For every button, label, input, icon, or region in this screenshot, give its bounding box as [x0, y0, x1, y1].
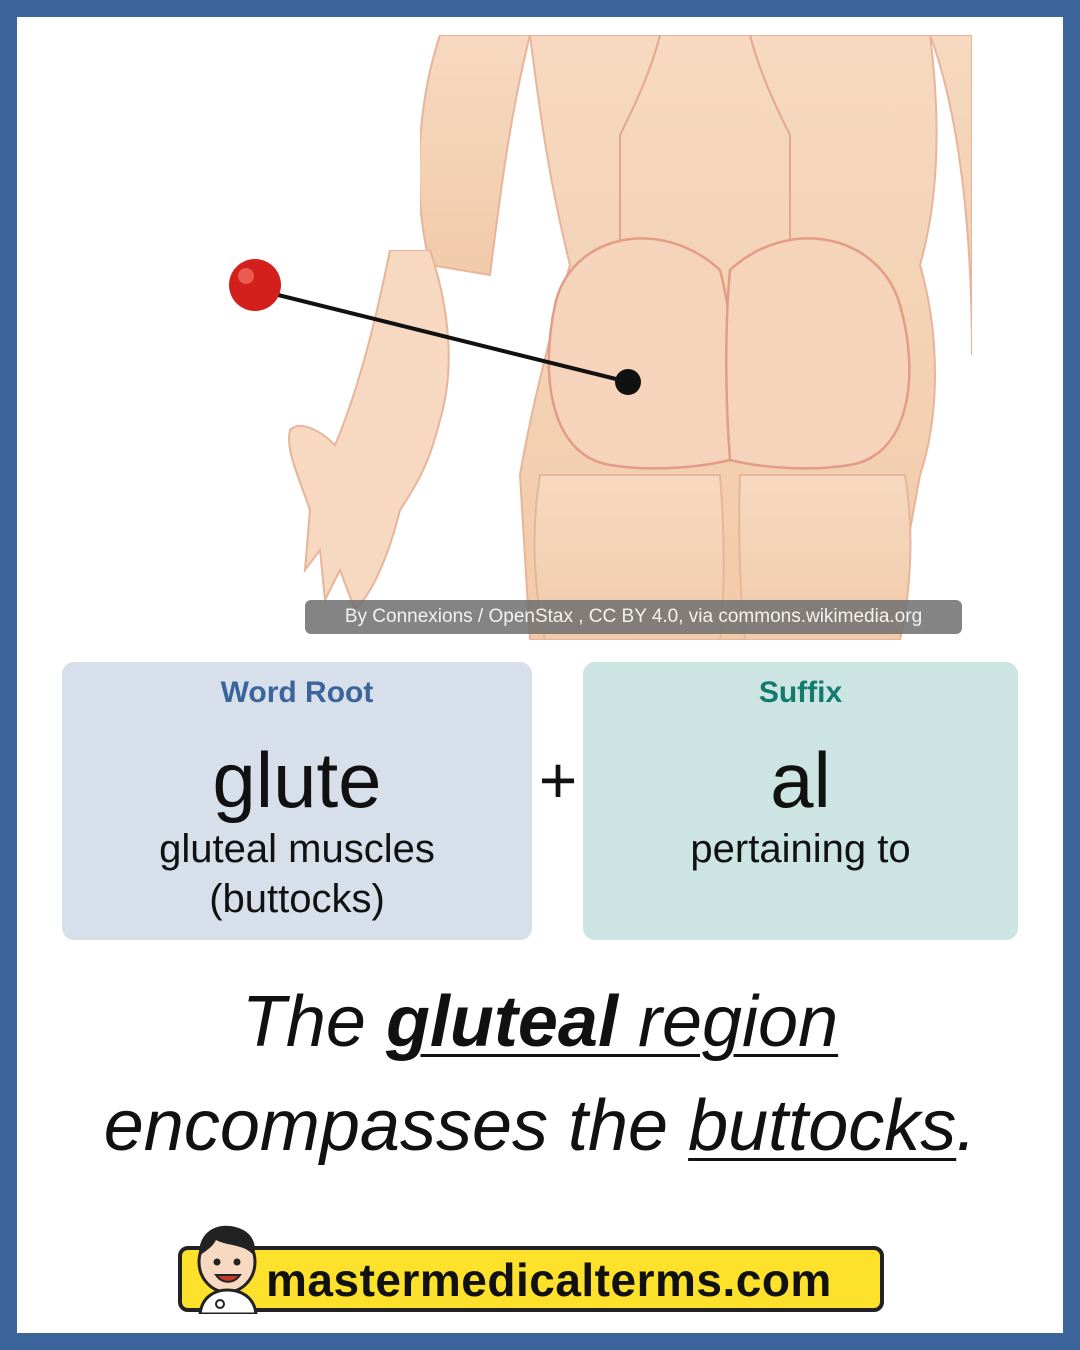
sentence-part3: encompasses the	[103, 1086, 689, 1166]
word-root-box: Word Root glute gluteal muscles (buttock…	[62, 662, 532, 940]
anatomy-illustration	[420, 35, 972, 640]
sentence-line1: The gluteal region	[40, 970, 1040, 1074]
word-root-term: glute	[212, 736, 382, 824]
brand-website[interactable]: mastermedicalterms.com	[266, 1254, 832, 1306]
brand-badge[interactable]: mastermedicalterms.com	[178, 1246, 884, 1312]
word-root-meaning: gluteal muscles (buttocks)	[62, 824, 532, 924]
word-root-meaning-line2: (buttocks)	[209, 877, 385, 921]
suffix-heading: Suffix	[758, 676, 843, 709]
sentence-end: .	[956, 1086, 977, 1166]
hand-illustration	[288, 250, 450, 612]
example-sentence: The gluteal region encompasses the butto…	[40, 970, 1040, 1178]
suffix-meaning: pertaining to	[690, 827, 911, 871]
sentence-bold-term: gluteal	[385, 982, 618, 1062]
image-credit: By Connexions / OpenStax , CC BY 4.0, vi…	[305, 600, 962, 634]
suffix-box: Suffix al pertaining to	[583, 662, 1018, 940]
doctor-mascot-icon	[197, 1225, 258, 1314]
plus-symbol: +	[538, 743, 578, 817]
sentence-part2: region	[617, 982, 839, 1062]
suffix-term: al	[770, 736, 831, 824]
sentence-term-underlined: gluteal region	[386, 982, 838, 1062]
word-root-meaning-line1: gluteal muscles	[159, 827, 435, 871]
sentence-underlined-word: buttocks	[688, 1086, 957, 1166]
sentence-part1: The	[241, 982, 386, 1062]
sentence-line2: encompasses the buttocks.	[40, 1074, 1040, 1178]
word-root-heading: Word Root	[220, 676, 374, 709]
